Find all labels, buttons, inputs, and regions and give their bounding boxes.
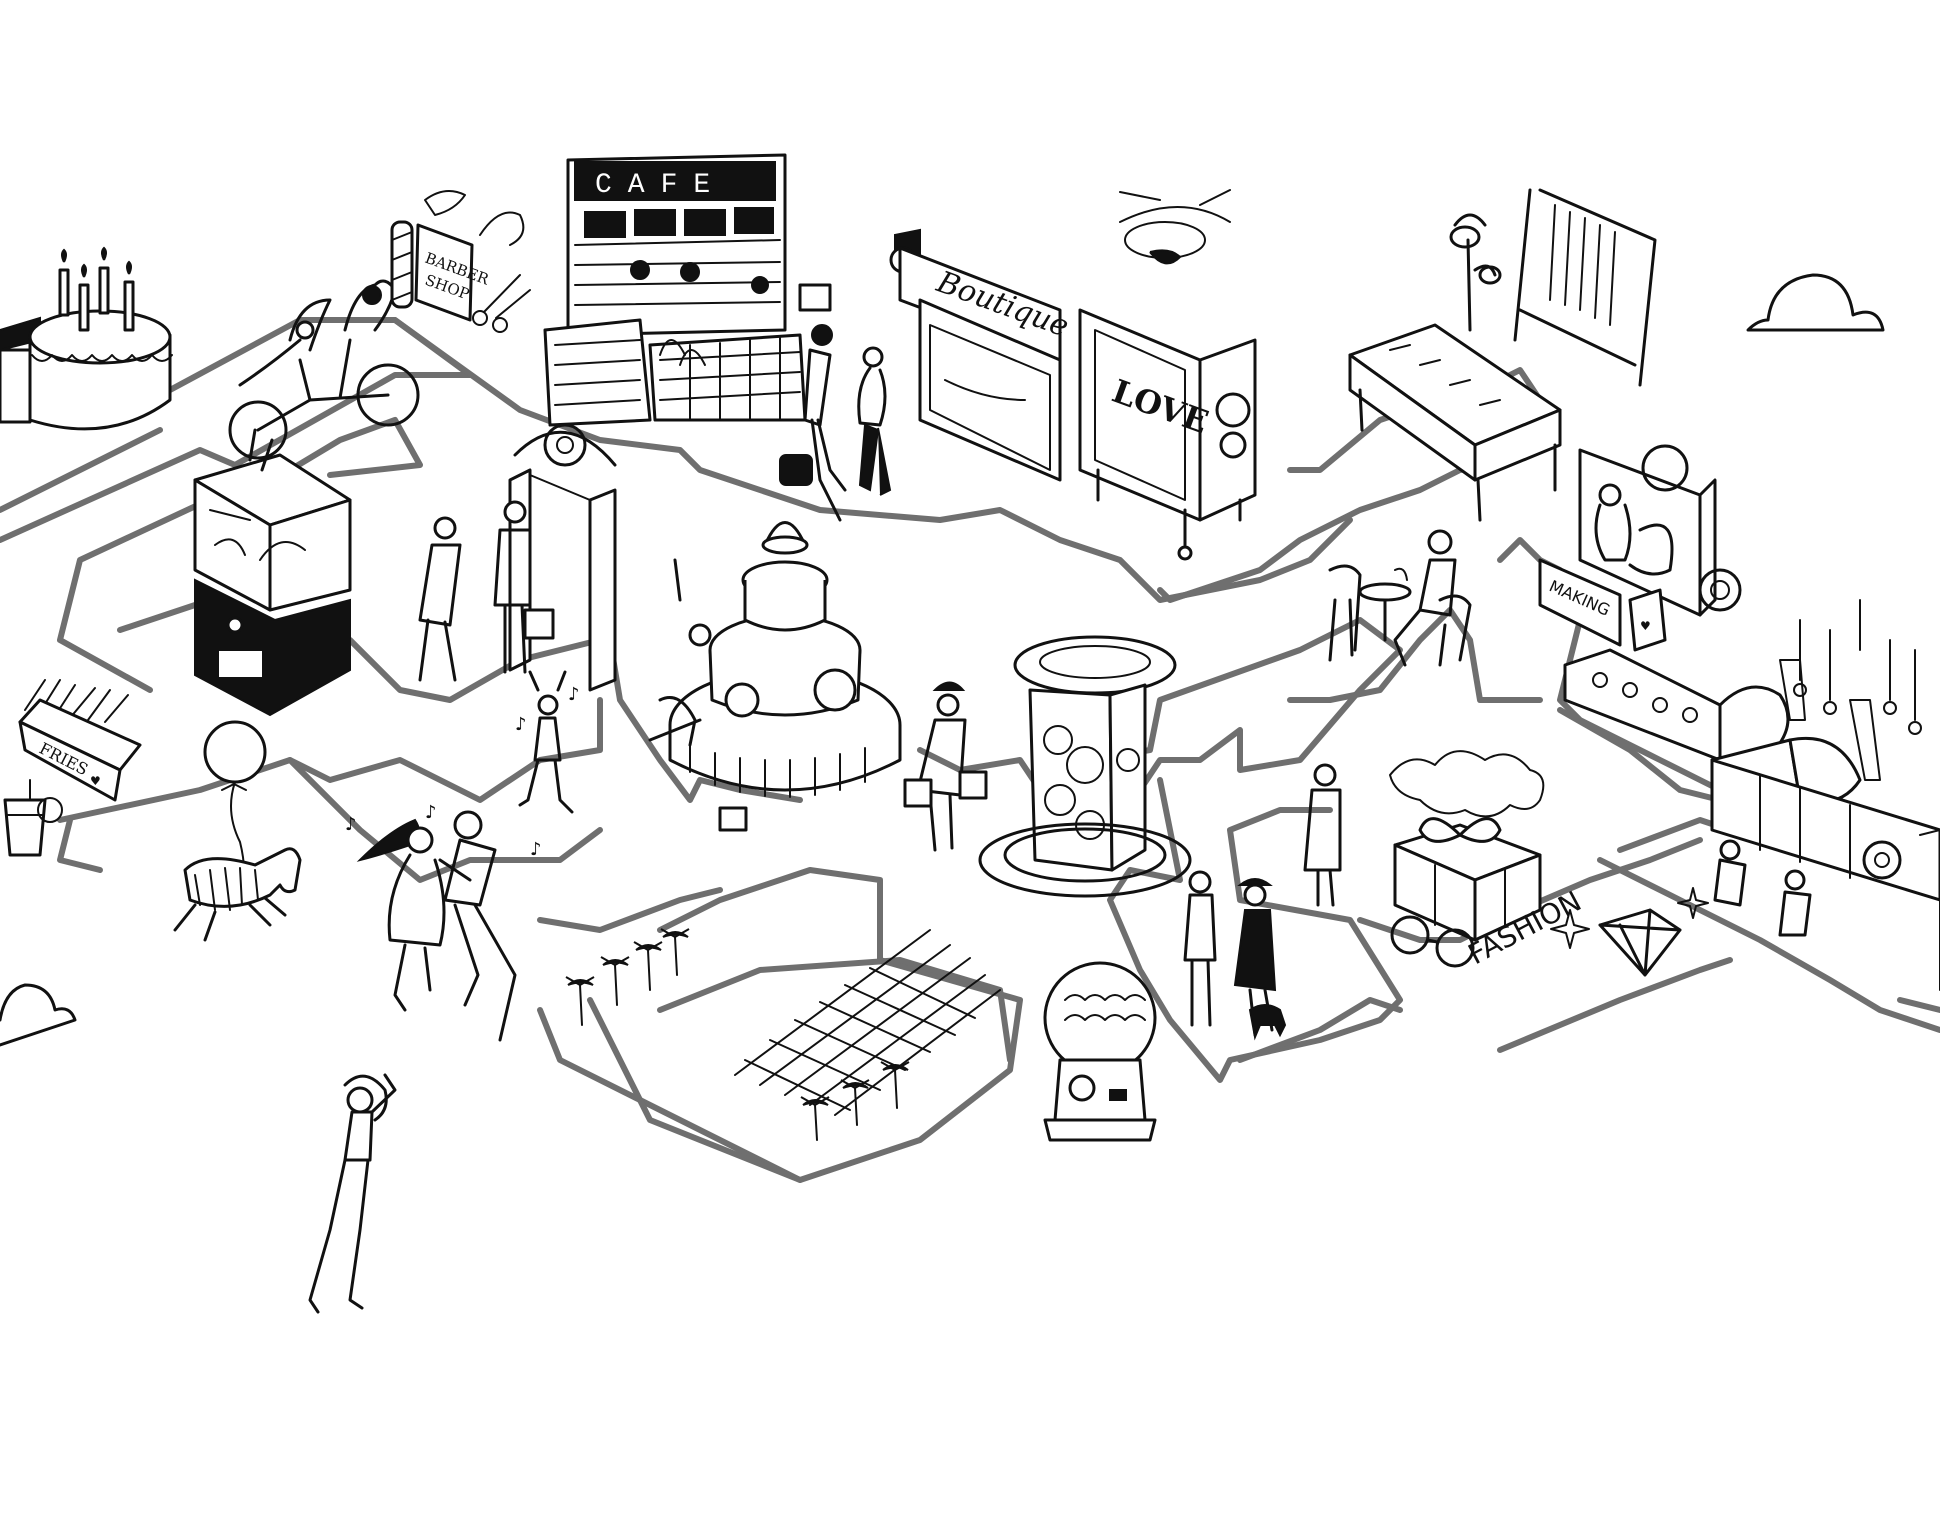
tandem-bicycle[interactable]: [228, 279, 420, 460]
jewelry-workbench[interactable]: [1563, 648, 1940, 991]
clothing-rack[interactable]: [1449, 188, 1657, 387]
barber-shop[interactable]: BARBER SHOP: [390, 190, 531, 333]
lemonade-glass[interactable]: [3, 779, 63, 857]
dancing-man[interactable]: ♪ ♪: [515, 670, 580, 814]
diamond-icon: [1550, 887, 1709, 977]
ring-display[interactable]: [1779, 599, 1922, 781]
jewelry-display-case[interactable]: [1348, 323, 1562, 522]
squirrel-character: [1594, 483, 1674, 576]
fashion-couple-with-dog[interactable]: [1183, 763, 1342, 1041]
svg-text:♪: ♪: [425, 802, 437, 823]
businessmen[interactable]: [418, 500, 555, 682]
zebra-balloon[interactable]: [173, 720, 302, 942]
making-workshop[interactable]: MAKING ♥: [1538, 444, 1742, 652]
svg-text:♪: ♪: [568, 684, 580, 705]
fries-box[interactable]: FRIES ♥: [18, 679, 142, 802]
road-network: [0, 317, 1940, 1183]
svg-text:♪: ♪: [530, 839, 542, 860]
svg-text:♪: ♪: [515, 714, 527, 735]
cloud-icon: [0, 983, 77, 1047]
cafe-table-couple[interactable]: [1328, 529, 1472, 667]
shopper-couple[interactable]: [779, 324, 892, 522]
cafe[interactable]: CAFE: [543, 153, 832, 427]
gumball-machine[interactable]: [1043, 961, 1157, 1142]
astronomical-clock[interactable]: [978, 635, 1192, 898]
shopping-lady[interactable]: [903, 681, 988, 852]
garden-plot: [734, 929, 1001, 1116]
candle-icon: [58, 246, 135, 332]
cafe-sign: CAFE: [595, 170, 726, 201]
scissors-icon: [472, 274, 531, 333]
cafe-menu-board: [584, 207, 774, 238]
dancing-couple[interactable]: ♪ ♪ ♪: [345, 802, 542, 1042]
arcade-cabinet[interactable]: [193, 428, 352, 717]
helicopter-doodle: [1119, 189, 1231, 265]
svg-text:♥: ♥: [1640, 619, 1651, 633]
birthday-cake[interactable]: [0, 246, 173, 431]
svg-text:♪: ♪: [345, 814, 357, 835]
eyeglasses-icon: [1390, 915, 1475, 968]
carousel-fountain[interactable]: [648, 521, 902, 832]
svg-text:♥: ♥: [90, 774, 101, 788]
selfie-woman[interactable]: [308, 1073, 397, 1314]
cloud-icon: [1746, 273, 1885, 332]
boutique[interactable]: Boutique: [889, 228, 1073, 482]
love-sign-machine[interactable]: LOVE: [1078, 308, 1257, 561]
gift-box[interactable]: [1389, 750, 1545, 942]
